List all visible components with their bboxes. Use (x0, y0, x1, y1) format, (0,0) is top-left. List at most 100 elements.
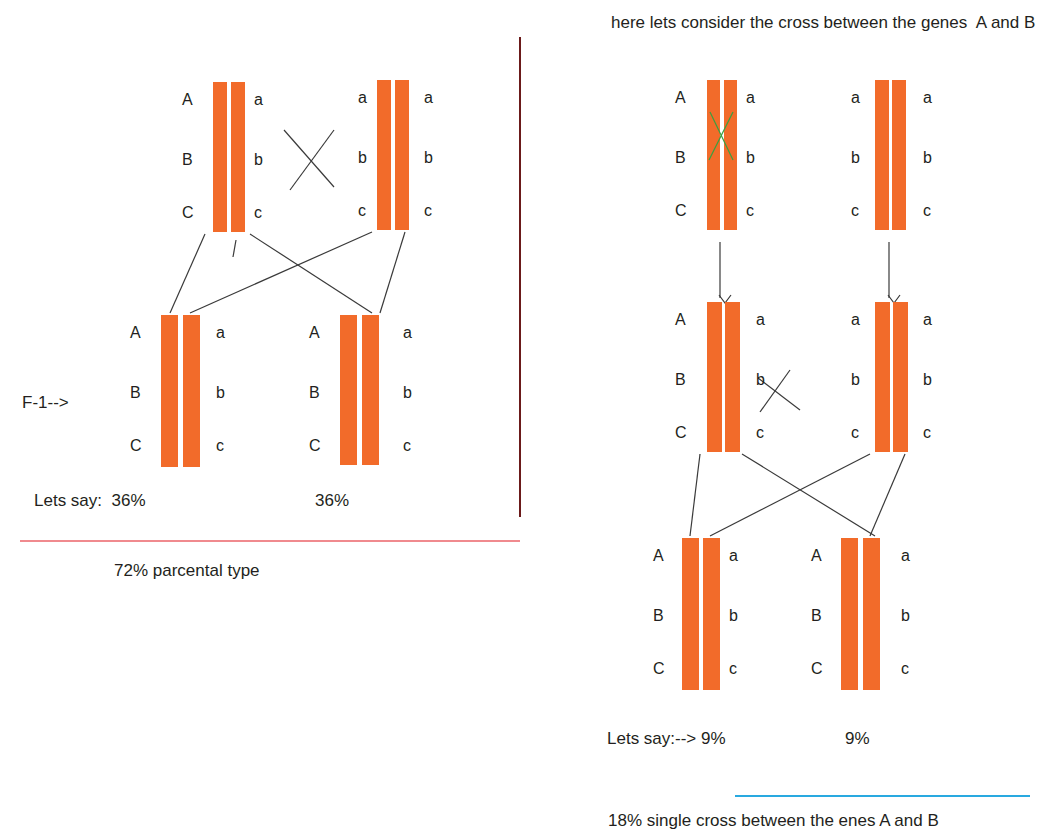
chromosome-bar (707, 80, 720, 230)
allele-letter: A (309, 324, 320, 342)
chromosome-bar (863, 538, 880, 690)
chromosome-bar (724, 80, 737, 230)
allele-letter: b (746, 149, 755, 167)
allele-letter: c (923, 202, 931, 220)
inheritance-line (250, 234, 372, 313)
allele-letter: c (358, 202, 366, 220)
tick-line (233, 240, 236, 257)
chromosome-bar (875, 80, 889, 230)
chromosome-bar (875, 302, 890, 452)
inheritance-line (190, 232, 372, 313)
allele-letter: b (424, 149, 433, 167)
allele-letter: c (923, 424, 931, 442)
allele-letter: b (358, 149, 367, 167)
chromosome-bar (707, 302, 722, 452)
chromosome-bar (395, 80, 409, 230)
note-heading: here lets consider the cross between the… (611, 8, 1051, 38)
allele-letter: C (675, 202, 687, 220)
chromosome-pair: abcabc (849, 80, 937, 230)
allele-letter: C (130, 437, 142, 455)
allele-letter: C (182, 204, 194, 222)
allele-letter: c (216, 437, 224, 455)
chromosome-bar (892, 80, 906, 230)
allele-letter: a (746, 89, 755, 107)
chromosome-pair: ABCabc (651, 538, 743, 690)
allele-letter: C (675, 424, 687, 442)
underline (735, 795, 1030, 797)
chromosome-pair: A B Ca b c (673, 80, 760, 230)
chromosome-bar (377, 80, 391, 230)
chromosome-pair: ABCabc (809, 538, 915, 690)
chromosome-pair: ABCabc (673, 302, 770, 452)
annotation: F-1--> (22, 392, 69, 414)
allele-letter: B (130, 384, 141, 402)
inheritance-line (690, 454, 700, 536)
allele-letter: a (851, 311, 860, 329)
allele-letter: c (424, 202, 432, 220)
allele-letter: b (756, 371, 765, 389)
allele-letter: b (851, 371, 860, 389)
allele-letter: B (675, 371, 686, 389)
allele-letter: c (851, 202, 859, 220)
allele-letter: B (309, 384, 320, 402)
annotation: 36% (315, 490, 349, 512)
allele-letter: c (729, 660, 737, 678)
inheritance-line (870, 454, 905, 536)
chromosome-pair: ABCabc (180, 82, 268, 232)
chromosome-bar (893, 302, 908, 452)
allele-letter: a (403, 324, 412, 342)
allele-letter: a (216, 324, 225, 342)
chromosome-bar (183, 315, 200, 467)
arrow (719, 242, 720, 298)
inheritance-line (710, 454, 870, 536)
allele-letter: A (811, 547, 822, 565)
chromosome-bar (682, 538, 699, 690)
annotation: Lets say:--> 9% (607, 728, 726, 750)
allele-letter: B (811, 607, 822, 625)
allele-letter: b (923, 371, 932, 389)
allele-letter: c (901, 660, 909, 678)
chromosome-pair: a b c a b c (849, 302, 937, 452)
allele-letter: a (923, 89, 932, 107)
allele-letter: b (254, 151, 263, 169)
inheritance-line (742, 454, 875, 536)
allele-letter: c (851, 424, 859, 442)
allele-letter: b (901, 607, 910, 625)
allele-letter: A (675, 311, 686, 329)
allele-letter: b (403, 384, 412, 402)
allele-letter: B (653, 607, 664, 625)
allele-letter: a (901, 547, 910, 565)
chromosome-bar (161, 315, 178, 467)
allele-letter: c (403, 437, 411, 455)
allele-letter: a (729, 547, 738, 565)
inheritance-line (380, 232, 405, 313)
allele-letter: a (923, 311, 932, 329)
chromosome-bar (340, 315, 357, 465)
allele-letter: B (182, 151, 193, 169)
allele-letter: c (756, 424, 764, 442)
allele-letter: c (746, 202, 754, 220)
allele-letter: b (923, 149, 932, 167)
allele-letter: A (653, 547, 664, 565)
chromosome-bar (725, 302, 740, 452)
annotation: 9% (845, 728, 870, 750)
allele-letter: a (358, 89, 367, 107)
chromosome-bar (362, 315, 379, 465)
allele-letter: A (182, 91, 193, 109)
allele-letter: C (309, 437, 321, 455)
annotation: 18% single cross between the enes A and … (608, 810, 939, 832)
chromosome-bar (231, 82, 245, 232)
allele-letter: b (216, 384, 225, 402)
chromosome-bar (841, 538, 858, 690)
annotation: 72% parcental type (114, 560, 260, 582)
underline (20, 540, 520, 542)
annotation: Lets say: 36% (34, 490, 146, 512)
allele-letter: A (675, 89, 686, 107)
allele-letter: B (675, 149, 686, 167)
allele-letter: a (254, 91, 263, 109)
chromosome-bar (213, 82, 227, 232)
allele-letter: C (653, 660, 665, 678)
chromosome-pair: a b c a b c (356, 80, 438, 230)
allele-letter: b (851, 149, 860, 167)
allele-letter: a (424, 89, 433, 107)
